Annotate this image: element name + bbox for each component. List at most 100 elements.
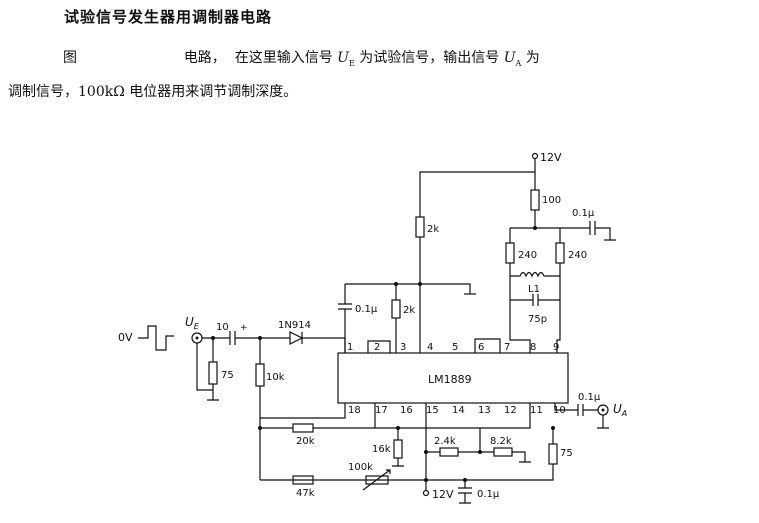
wire-100-node <box>510 210 590 229</box>
pin-14: 14 <box>452 405 465 416</box>
label-100: 100 <box>542 195 561 206</box>
wire-10k-to-pin18 <box>259 386 346 419</box>
label-cap-bottom: 0.1μ <box>477 489 500 500</box>
supply-top-terminal <box>531 152 539 160</box>
ic-top-pins: 1 2 3 4 5 6 7 8 9 <box>347 342 559 353</box>
label-47k: 47k <box>296 488 315 499</box>
pin-7: 7 <box>504 342 510 353</box>
diode-1n914 <box>289 331 346 353</box>
text-output-intro: 为试验信号，输出信号 <box>359 50 500 66</box>
label-cap-output: 0.1μ <box>578 392 601 403</box>
label-10k: 10k <box>266 372 285 383</box>
resistor-75-input <box>208 361 218 385</box>
resistor-2k-top <box>415 216 425 238</box>
pin-5: 5 <box>452 342 458 353</box>
resistor-16k <box>393 439 403 459</box>
pin-11: 11 <box>530 405 543 416</box>
capacitor-75p <box>510 294 560 306</box>
pin-2: 2 <box>374 342 380 353</box>
label-75-input: 75 <box>221 370 234 381</box>
supply-top-label: 12V <box>540 151 562 164</box>
page-title: 试验信号发生器用调制器电路 <box>64 8 273 26</box>
output-label: UA <box>613 402 627 418</box>
ground-input <box>207 384 219 401</box>
ground-8-2k <box>512 451 531 463</box>
wire-tank-sides <box>509 263 561 353</box>
description-paragraph: 图 电路， 在这里输入信号 UE 为试验信号，输出信号 UA 为 调制信号，10… <box>8 44 748 106</box>
potentiometer-wiper-icon <box>362 469 391 491</box>
resistor-240-left <box>505 242 515 264</box>
symbol-ue: U <box>337 50 349 66</box>
pin-3: 3 <box>400 342 406 353</box>
label-100k: 100k <box>348 462 373 473</box>
inductor-l1 <box>510 271 560 278</box>
text-circuit-intro: 电路， 在这里输入信号 <box>183 50 333 66</box>
pin-1: 1 <box>347 342 353 353</box>
resistor-8-2k <box>493 447 513 457</box>
ground-16k <box>392 458 404 467</box>
resistor-2k-mid <box>391 299 401 319</box>
pin-9: 9 <box>553 342 559 353</box>
pin-bridge-boxes <box>367 338 501 353</box>
supply-bottom-label: 12V <box>432 488 454 501</box>
wire-pin17-pin15 <box>374 403 427 480</box>
label-cap-pin1: 0.1μ <box>355 304 378 315</box>
input-terminal-center <box>195 336 199 340</box>
junction-rail-pin4 <box>418 282 422 286</box>
description-line-2: 调制信号，100kΩ 电位器用来调节调制深度。 <box>8 83 298 100</box>
resistor-240-right <box>555 242 565 264</box>
pin-15: 15 <box>426 405 439 416</box>
label-diode: 1N914 <box>278 320 311 331</box>
label-8-2k: 8.2k <box>490 436 512 447</box>
potentiometer-100k[interactable] <box>365 475 389 485</box>
label-2k-top: 2k <box>427 224 439 235</box>
label-16k: 16k <box>372 444 391 455</box>
pin-4: 4 <box>427 342 433 353</box>
pin-6: 6 <box>478 342 484 353</box>
capacitor-pin1 <box>338 284 352 353</box>
pin-17: 17 <box>375 405 388 416</box>
label-75-output: 75 <box>560 448 573 459</box>
input-label: UE <box>185 315 200 331</box>
capacitor-input <box>229 331 290 345</box>
label-cap-top: 0.1μ <box>572 208 595 219</box>
resistor-100 <box>530 189 540 211</box>
input-waveform-icon <box>138 325 174 351</box>
wire-input <box>196 337 230 391</box>
label-2-4k: 2.4k <box>434 436 456 447</box>
output-terminal-center <box>601 408 605 412</box>
label-cap-input: 10 <box>216 322 229 333</box>
wire-240-tops <box>509 228 561 243</box>
description-line-1: 图 电路， 在这里输入信号 UE 为试验信号，输出信号 UA 为 <box>8 44 748 78</box>
resistor-20k <box>292 423 314 433</box>
ic-bottom-pins: 18 17 16 15 14 13 12 11 10 <box>348 405 566 416</box>
wire-supply-top <box>419 158 536 217</box>
pin-13: 13 <box>478 405 491 416</box>
symbol-ua-sub: A <box>515 58 522 68</box>
waveform-0v-label: 0V <box>118 331 133 344</box>
ic-body <box>337 352 569 404</box>
symbol-ue-sub: E <box>348 58 355 68</box>
label-2k-mid: 2k <box>403 305 415 316</box>
junction-100 <box>533 226 537 230</box>
junction-2k-mid <box>394 282 398 286</box>
label-20k: 20k <box>296 436 315 447</box>
label-240-left: 240 <box>518 250 537 261</box>
text-figure-word: 图 <box>63 50 77 66</box>
label-240-right: 240 <box>568 250 587 261</box>
resistor-75-output <box>548 443 558 465</box>
wire-20k-to-pin11 <box>313 403 531 429</box>
capacitor-output <box>554 403 598 416</box>
wire-pin-ground-rail <box>345 283 471 294</box>
capacitor-bottom <box>458 480 472 504</box>
ic-label: LM1889 <box>428 373 472 386</box>
resistor-2-4k <box>439 447 459 457</box>
symbol-ua: U <box>503 50 516 66</box>
label-75p: 75p <box>528 314 547 325</box>
text-wei: 为 <box>525 50 540 66</box>
label-cap-polarity: + <box>240 323 248 333</box>
resistor-10k <box>255 363 265 387</box>
pin-8: 8 <box>530 342 536 353</box>
supply-bottom-terminal <box>422 489 430 497</box>
